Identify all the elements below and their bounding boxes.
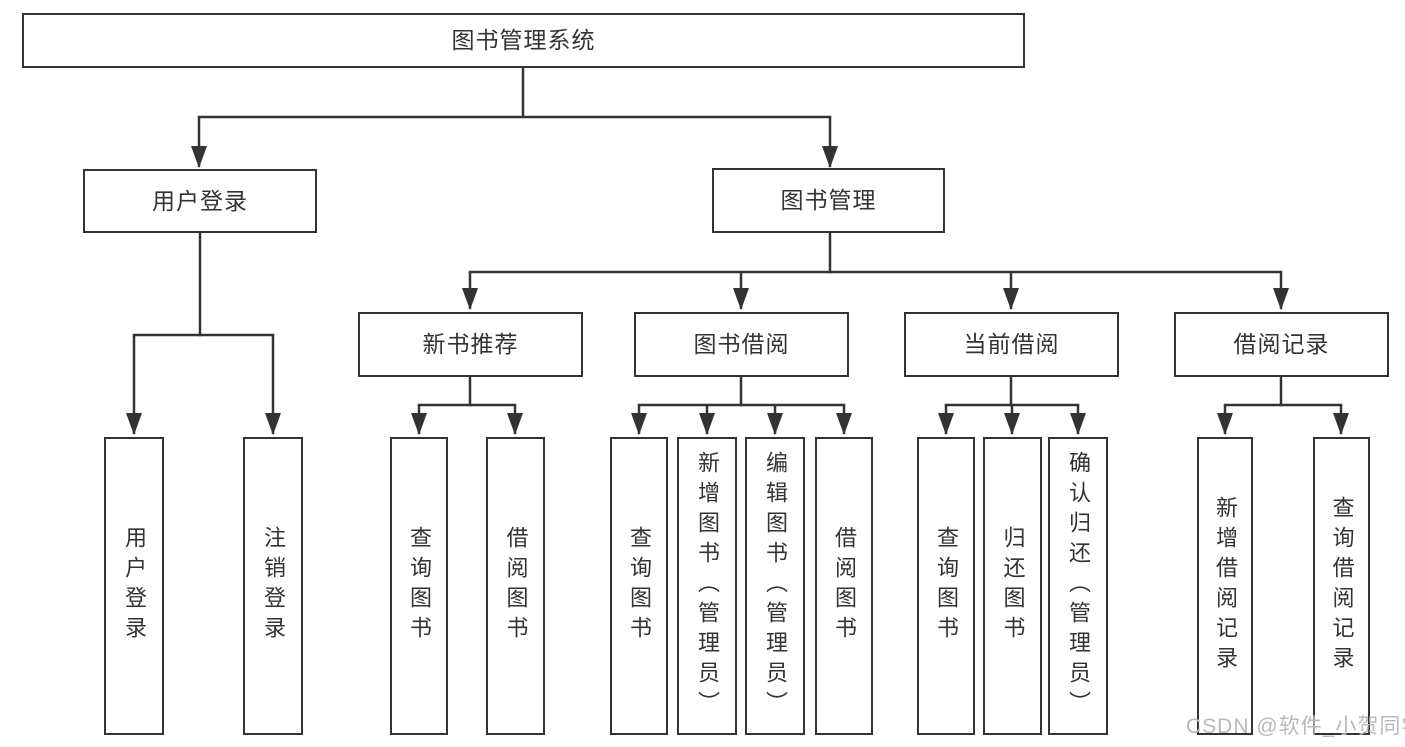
leaf-br-query-record-label: 查询借阅记录 (1329, 496, 1355, 676)
leaf-br-add-record: 新增借阅记录 (1197, 437, 1253, 735)
leaf-br-query-record: 查询借阅记录 (1313, 437, 1370, 735)
leaf-cb-query-books: 查询图书 (917, 437, 975, 735)
leaf-cb-query-books-label: 查询图书 (934, 526, 959, 646)
leaf-user-login-label: 用户登录 (122, 526, 147, 646)
leaf-logout-label: 注销登录 (261, 526, 286, 646)
node-library-system: 图书管理系统 (22, 13, 1025, 68)
node-new-book-recommend: 新书推荐 (358, 312, 583, 377)
leaf-cb-confirm-return-admin: 确认归还（管理员） (1048, 437, 1108, 735)
leaf-rec-borrow-books: 借阅图书 (486, 437, 545, 735)
leaf-bb-edit-books-admin: 编辑图书（管理员） (745, 437, 805, 735)
watermark-csdn: CSDN @软件_小贺同学 (1186, 715, 1405, 738)
leaf-cb-return-books-label: 归还图书 (1000, 526, 1026, 646)
node-current-borrowing: 当前借阅 (904, 312, 1119, 377)
node-book-management: 图书管理 (712, 168, 945, 233)
leaf-cb-return-books: 归还图书 (983, 437, 1042, 735)
leaf-logout: 注销登录 (243, 437, 303, 735)
leaf-cb-confirm-return-admin-label: 确认归还（管理员） (1066, 451, 1091, 721)
leaf-bb-query-books-label: 查询图书 (627, 526, 652, 646)
leaf-rec-query-books: 查询图书 (390, 437, 448, 735)
leaf-bb-add-books-admin-label: 新增图书（管理员） (695, 451, 720, 721)
leaf-user-login: 用户登录 (104, 437, 164, 735)
node-book-borrowing: 图书借阅 (634, 312, 849, 377)
node-user-login: 用户登录 (83, 169, 317, 233)
leaf-br-add-record-label: 新增借阅记录 (1213, 496, 1238, 676)
leaf-rec-query-books-label: 查询图书 (407, 526, 432, 646)
leaf-bb-add-books-admin: 新增图书（管理员） (677, 437, 737, 735)
leaf-bb-query-books: 查询图书 (610, 437, 668, 735)
leaf-bb-borrow-books: 借阅图书 (815, 437, 873, 735)
node-borrowing-records: 借阅记录 (1174, 312, 1389, 377)
leaf-bb-edit-books-admin-label: 编辑图书（管理员） (763, 451, 788, 721)
leaf-bb-borrow-books-label: 借阅图书 (832, 526, 857, 646)
leaf-rec-borrow-books-label: 借阅图书 (503, 526, 529, 646)
